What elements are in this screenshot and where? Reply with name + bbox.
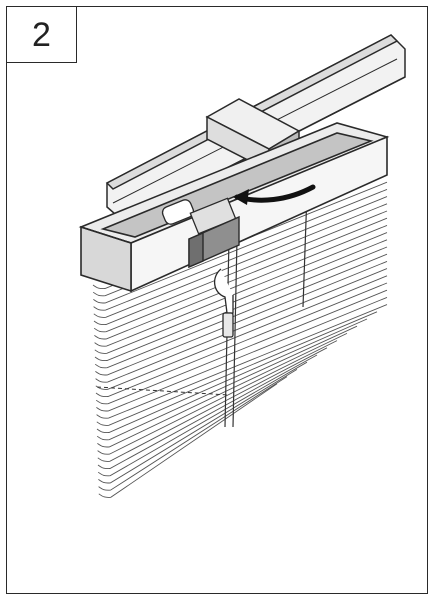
blind-slat [96, 325, 358, 441]
step-number: 2 [32, 15, 51, 54]
blind-slat [94, 232, 388, 347]
blind-slat [95, 282, 388, 398]
instruction-panel: 2 [6, 6, 428, 594]
blind-slat [94, 239, 388, 354]
blind-slat [96, 304, 388, 419]
blind-slat [98, 369, 298, 484]
blind-slat [97, 340, 338, 455]
blind-slat [93, 196, 388, 311]
step-number-box: 2 [7, 7, 77, 63]
blind-slat [94, 224, 388, 340]
blind-slat [92, 174, 388, 290]
blind-slat [95, 275, 388, 390]
blind-slats [92, 174, 388, 498]
blind-slat [93, 203, 388, 318]
cord-lock [188, 215, 240, 269]
blind-slat [97, 354, 318, 470]
blind-slat [92, 181, 388, 297]
blind-slat [94, 253, 388, 369]
rail-mechanism [161, 197, 237, 235]
wand-hook [214, 268, 234, 338]
blind-slat [96, 318, 368, 434]
blind-slat [98, 376, 288, 491]
hidden-edge-line [96, 386, 230, 396]
blind-slat [94, 246, 388, 362]
blind-slat [95, 268, 388, 383]
blind-slat [93, 188, 388, 304]
blind-slat [93, 217, 388, 333]
blind-installation-illustration [78, 34, 406, 498]
blind-slat [98, 383, 278, 498]
rotate-arrow-icon [233, 184, 316, 205]
blind-slat [96, 311, 378, 426]
blind-slat [95, 260, 388, 376]
blind-slat [97, 361, 308, 477]
blind-slat [97, 347, 328, 462]
blind-slat [96, 296, 388, 412]
blind-slat [95, 289, 388, 405]
blind-slat [97, 332, 348, 448]
blind-slat [93, 210, 388, 326]
